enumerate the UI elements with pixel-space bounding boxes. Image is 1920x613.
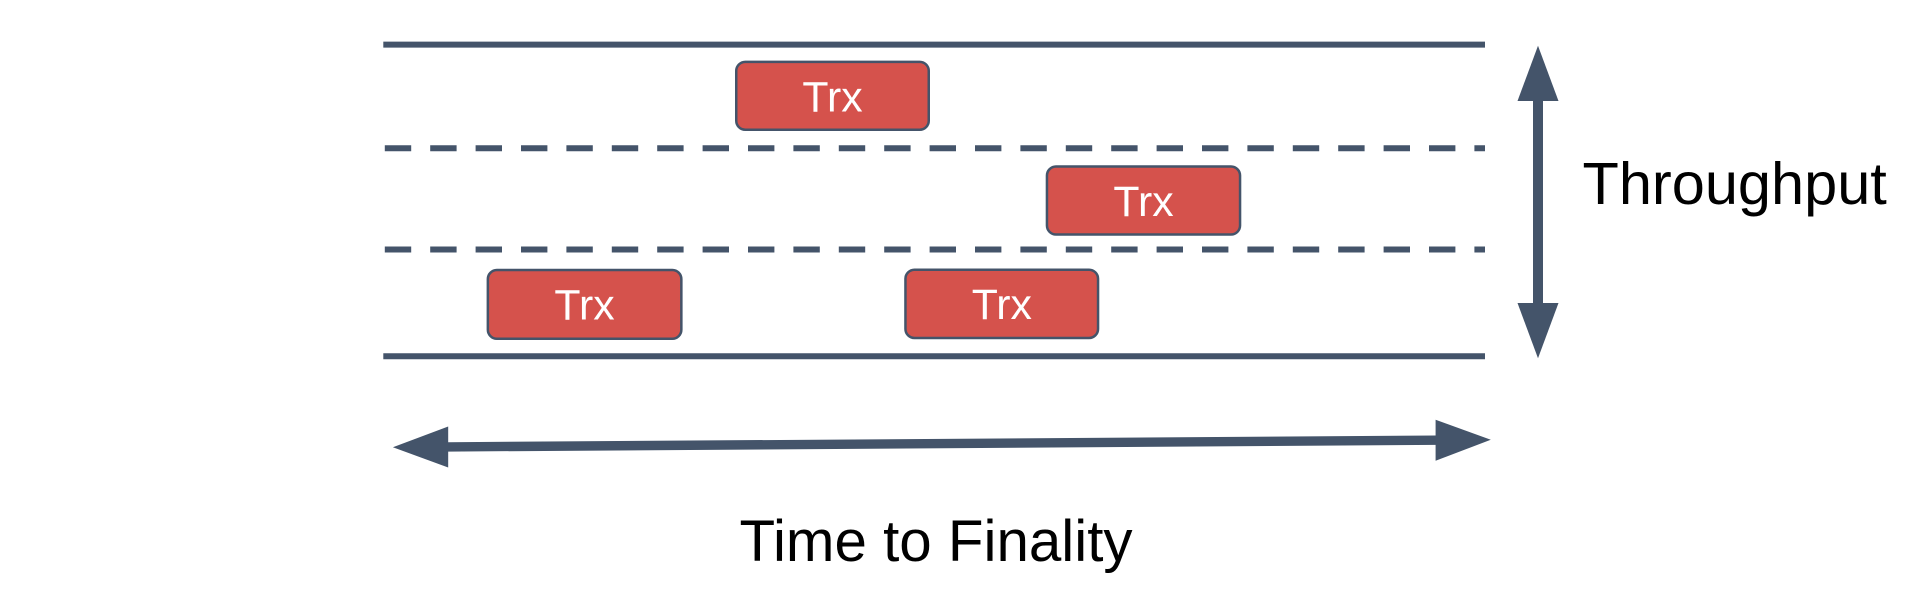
svg-text:Trx: Trx xyxy=(554,282,614,330)
svg-text:Trx: Trx xyxy=(1113,178,1173,226)
svg-text:Trx: Trx xyxy=(802,73,862,121)
svg-text:Trx: Trx xyxy=(972,281,1032,329)
svg-text:Time to Finality: Time to Finality xyxy=(740,509,1134,574)
svg-text:Throughput: Throughput xyxy=(1583,150,1888,217)
